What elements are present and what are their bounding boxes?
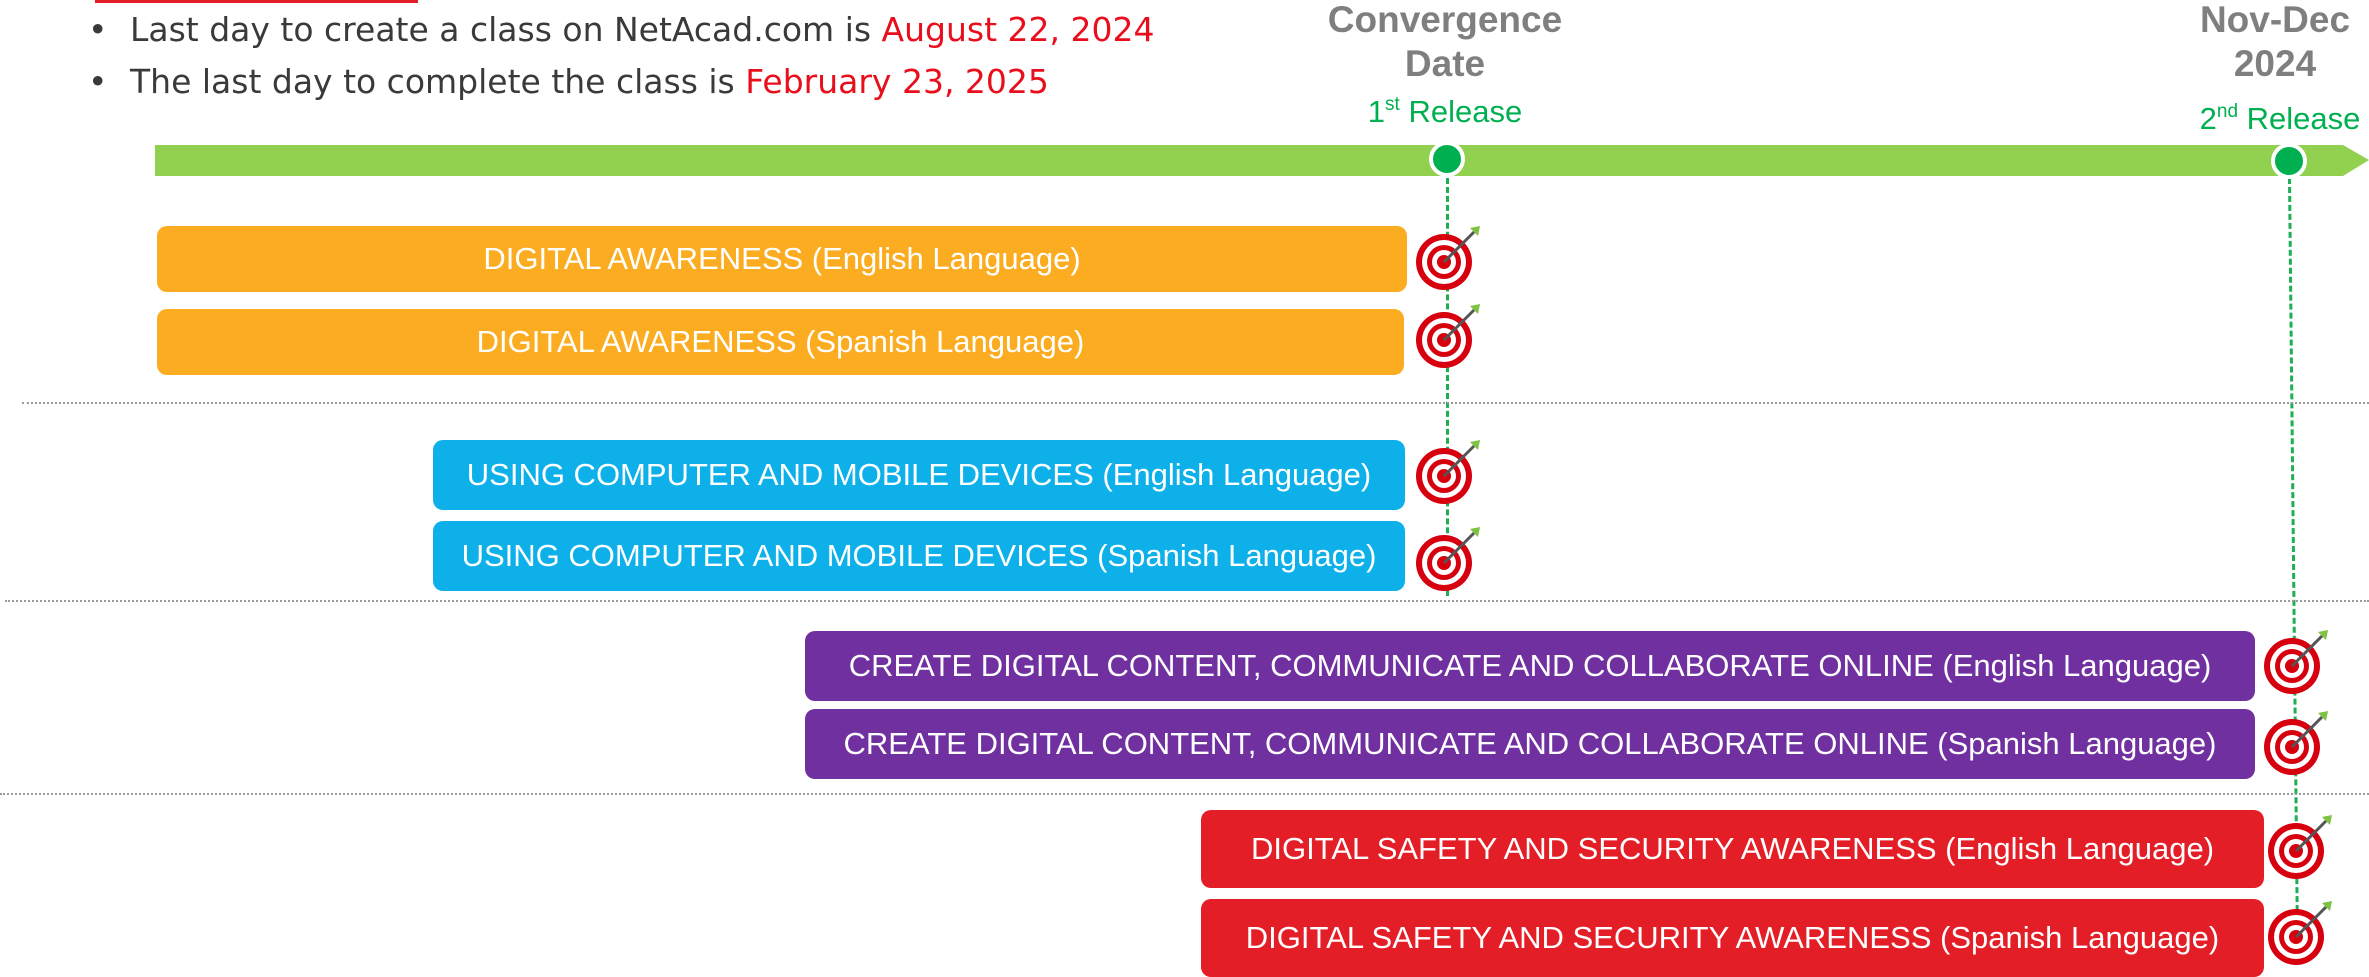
note-deadline: February 23, 2025 bbox=[745, 62, 1049, 101]
note-text: Last day to create a class on NetAcad.co… bbox=[130, 10, 882, 49]
note-text: The last day to complete the class is bbox=[130, 62, 746, 101]
bullseye-target-icon bbox=[2266, 813, 2334, 881]
milestone-1-release: 1st Release bbox=[1290, 94, 1600, 130]
section-divider bbox=[22, 402, 2369, 404]
release-label: Release bbox=[1399, 94, 1523, 129]
section-divider bbox=[0, 793, 2369, 795]
release-number: 1 bbox=[1367, 94, 1386, 129]
bullseye-target-icon bbox=[2266, 899, 2334, 967]
bullseye-target-icon bbox=[1414, 438, 1482, 506]
course-bar-safety-security-es: DIGITAL SAFETY AND SECURITY AWARENESS (S… bbox=[1201, 899, 2264, 977]
milestone-dot-icon bbox=[2271, 143, 2307, 179]
course-bar-create-content-en: CREATE DIGITAL CONTENT, COMMUNICATE AND … bbox=[805, 631, 2255, 701]
bullseye-target-icon bbox=[1414, 224, 1482, 292]
note-complete-class: • The last day to complete the class is F… bbox=[88, 56, 1154, 108]
section-divider bbox=[5, 600, 2369, 602]
notes-list: • Last day to create a class on NetAcad.c… bbox=[88, 4, 1154, 108]
milestone-1-guide bbox=[1446, 178, 1449, 596]
header-accent-line bbox=[95, 0, 418, 3]
bullet-icon: • bbox=[88, 62, 108, 101]
release-number: 2 bbox=[2199, 101, 2217, 136]
bullseye-target-icon bbox=[2262, 628, 2330, 696]
note-deadline: August 22, 2024 bbox=[881, 10, 1155, 49]
milestone-dot-icon bbox=[1429, 141, 1465, 177]
course-bar-digital-awareness-en: DIGITAL AWARENESS (English Language) bbox=[157, 226, 1407, 292]
course-bar-create-content-es: CREATE DIGITAL CONTENT, COMMUNICATE AND … bbox=[805, 709, 2255, 779]
bullet-icon: • bbox=[88, 10, 108, 49]
bullseye-target-icon bbox=[1414, 525, 1482, 593]
milestone-2-heading: Nov-Dec 2024 bbox=[2199, 0, 2351, 84]
note-create-class: • Last day to create a class on NetAcad.c… bbox=[88, 4, 1154, 56]
milestone-1-heading: Convergence Date bbox=[1327, 0, 1563, 84]
bullseye-target-icon bbox=[1414, 302, 1482, 370]
bullseye-target-icon bbox=[2262, 709, 2330, 777]
course-bar-using-devices-en: USING COMPUTER AND MOBILE DEVICES (Engli… bbox=[433, 440, 1405, 510]
course-bar-safety-security-en: DIGITAL SAFETY AND SECURITY AWARENESS (E… bbox=[1201, 810, 2264, 888]
release-label: Release bbox=[2238, 101, 2361, 136]
course-bar-using-devices-es: USING COMPUTER AND MOBILE DEVICES (Spani… bbox=[433, 521, 1405, 591]
milestone-2-release: 2nd Release bbox=[2170, 101, 2369, 137]
timeline-arrow bbox=[155, 145, 2369, 176]
release-ordinal: nd bbox=[2216, 101, 2239, 122]
release-ordinal: st bbox=[1385, 94, 1400, 115]
course-bar-digital-awareness-es: DIGITAL AWARENESS (Spanish Language) bbox=[157, 309, 1404, 375]
